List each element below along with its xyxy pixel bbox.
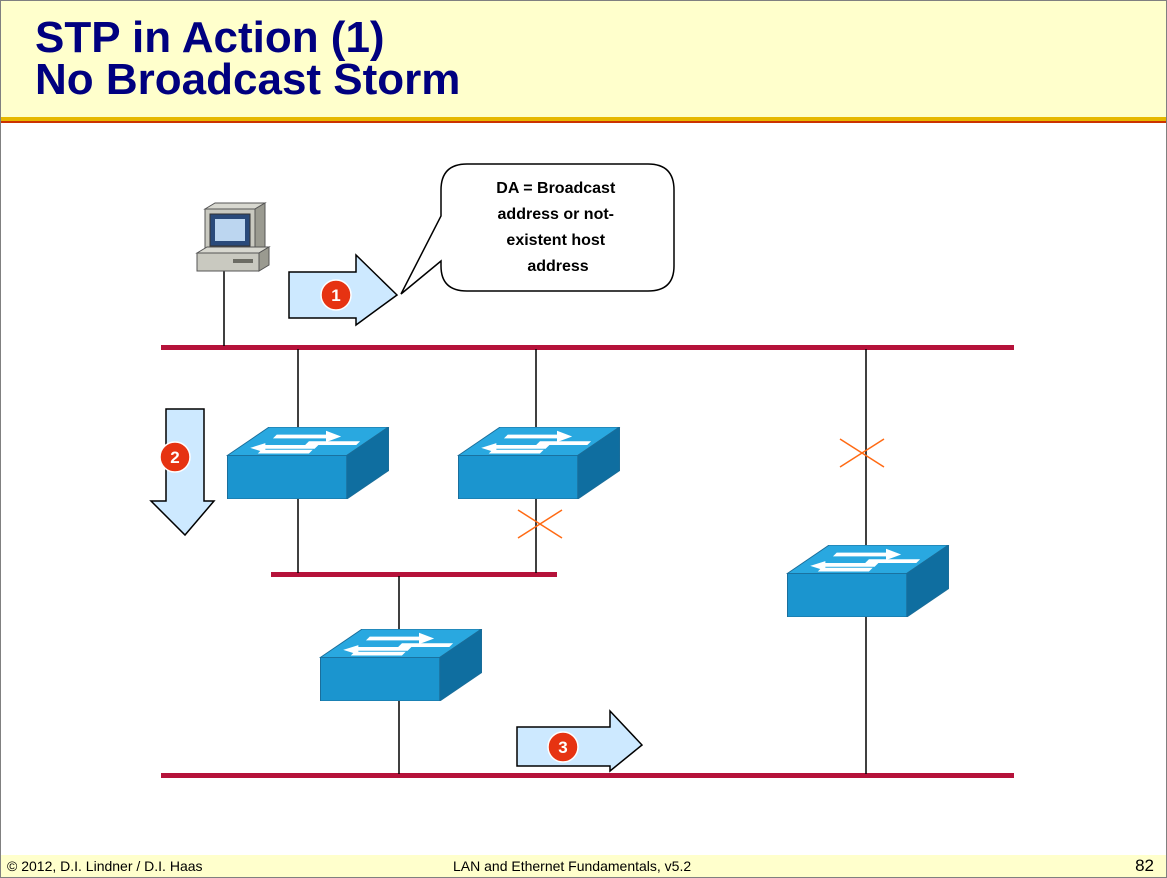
footer-copyright: © 2012, D.I. Lindner / D.I. Haas (7, 858, 203, 874)
step-number-2: 2 (170, 448, 179, 467)
switch-icon (786, 545, 950, 617)
callout-line-3: existent host (506, 232, 605, 249)
callout-line-1: DA = Broadcast (496, 180, 616, 197)
step-marker-1: 1 (320, 279, 352, 311)
callout-line-4: address (527, 258, 588, 275)
title-bar: STP in Action (1) No Broadcast Storm (1, 1, 1166, 117)
footer-course: LAN and Ethernet Fundamentals, v5.2 (453, 858, 692, 874)
step-number-1: 1 (331, 286, 340, 305)
svg-text:DA = Broadcast address: DA = Broadcast address or not- existent … (496, 180, 619, 275)
title-rule-gold (1, 117, 1166, 121)
lan-segment-top (161, 345, 1014, 350)
workstation-icon (195, 202, 271, 272)
slide-title-line-2: No Broadcast Storm (35, 55, 461, 104)
slide-title: STP in Action (1) No Broadcast Storm (35, 13, 461, 104)
footer: © 2012, D.I. Lindner / D.I. Haas LAN and… (1, 855, 1166, 877)
step-marker-2: 2 (159, 441, 191, 473)
slide-title-line-1: STP in Action (1) (35, 13, 385, 62)
flow-arrow-icon (149, 408, 216, 537)
blocked-port-icon (839, 438, 885, 468)
page-number: 82 (1135, 856, 1154, 875)
step-marker-3: 3 (547, 731, 579, 763)
switch-icon (226, 427, 390, 499)
callout-line-2: address or not- (498, 206, 614, 223)
callout-bubble: DA = Broadcast address or not- existent … (400, 163, 675, 295)
flow-arrow-icon (516, 709, 644, 773)
lan-segment-middle (271, 572, 557, 577)
lan-segment-bottom (161, 773, 1014, 778)
title-rule-red (1, 121, 1166, 123)
switch-icon (319, 629, 483, 701)
switch-icon (457, 427, 621, 499)
blocked-port-icon (517, 509, 563, 539)
step-number-3: 3 (558, 738, 567, 757)
